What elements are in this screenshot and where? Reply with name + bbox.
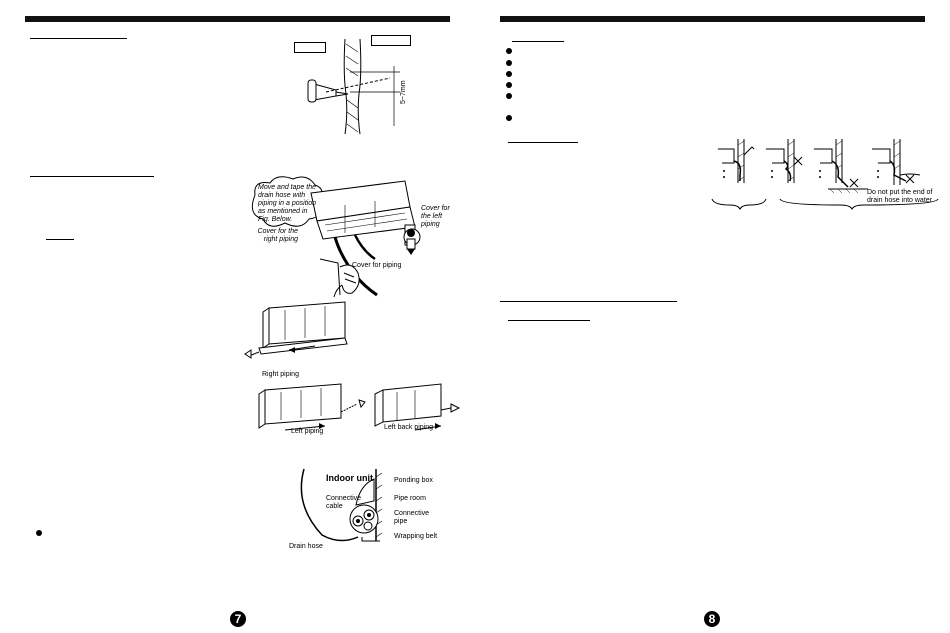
label-cover-for-piping: Cover for piping: [352, 262, 402, 269]
right-heading-rule-4: [508, 320, 590, 321]
label-connective-pipe: Connective pipe: [394, 510, 430, 525]
wall-hole-figure: [307, 38, 400, 135]
right-page-number: 8: [704, 611, 720, 627]
right-heading-rule-2: [508, 142, 578, 143]
left-heading-rule-3: [46, 239, 74, 240]
pipe-section-figure: [300, 468, 383, 542]
left-page-number: 7: [230, 611, 246, 627]
right-bullet-2: [506, 60, 512, 66]
left-page-header-bar: [25, 16, 450, 22]
right-bullet-5: [506, 93, 512, 99]
label-left-back-piping: Left back piping: [384, 424, 434, 431]
label-cover-right-piping: Cover for the right piping: [257, 228, 298, 243]
wall-tag-indoor: [294, 42, 326, 53]
label-pipe-room: Pipe room: [394, 495, 426, 502]
label-drain-hose: Drain hose: [289, 543, 323, 550]
piping-directions-figure: [244, 301, 461, 431]
callout-move-tape: Move and tape the drain hose with piping…: [258, 184, 316, 223]
right-bullet-4: [506, 82, 512, 88]
label-drain-warning: Do not put the end of drain hose into wa…: [867, 189, 933, 204]
right-page-header-bar: [500, 16, 925, 22]
label-wrapping-belt: Wrapping belt: [394, 533, 438, 540]
label-ponding-box: Ponding box: [394, 477, 433, 484]
label-connective-cable: Connective cable: [326, 495, 362, 510]
left-heading-rule-2: [30, 176, 154, 177]
drain-hose-figure: [711, 139, 939, 211]
right-bullet-1: [506, 48, 512, 54]
right-heading-rule-3: [500, 301, 677, 302]
label-indoor-unit: Indoor unit: [326, 473, 373, 483]
indoor-unit-figure: [251, 176, 421, 297]
cover-piping-figure: [319, 258, 360, 298]
label-right-piping: Right piping: [262, 371, 299, 378]
wall-tag-outdoor: [371, 35, 411, 46]
left-heading-rule-1: [30, 38, 127, 39]
label-left-piping: Left piping: [291, 428, 324, 435]
wall-dimension-label: 5~7mm: [400, 80, 407, 104]
right-bullet-3: [506, 71, 512, 77]
label-cover-left-piping: Cover for the left piping: [421, 205, 450, 228]
right-heading-rule-1: [512, 41, 564, 42]
right-bullet-6: [506, 115, 512, 121]
left-bullet: [36, 530, 42, 536]
